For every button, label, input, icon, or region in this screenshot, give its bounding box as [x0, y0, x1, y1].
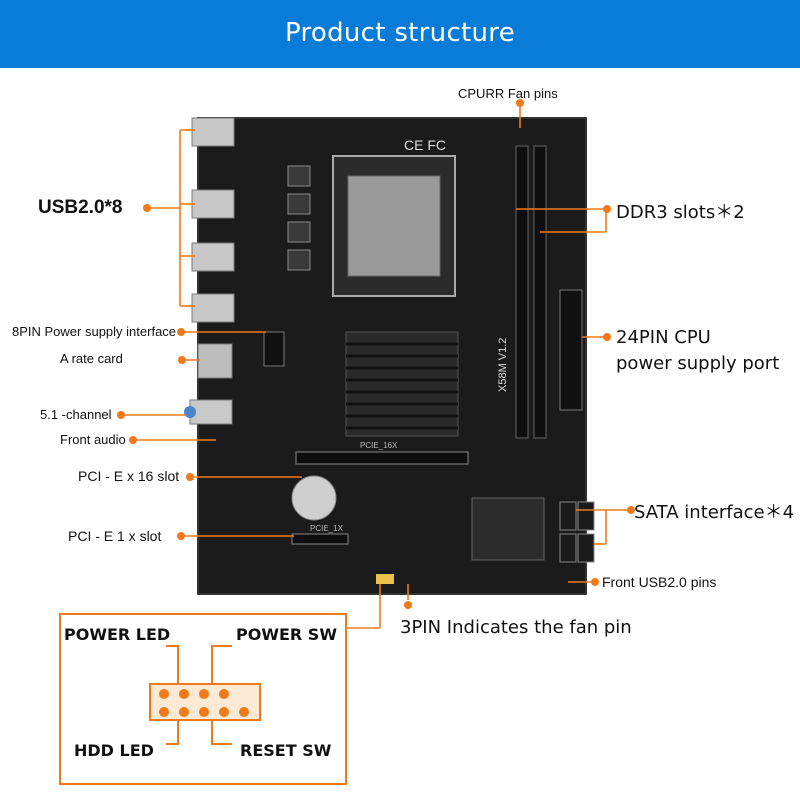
label-cpu-fan: CPURR Fan pins [458, 86, 558, 101]
pcie-x1-slot [291, 533, 349, 545]
label-sata: SATA interface＊4 [634, 502, 795, 523]
label-24pin-line2: power supply port [616, 353, 780, 374]
audio-jack-block [189, 399, 233, 425]
ddr3-slot-2 [533, 145, 547, 439]
label-rate-card: A rate card [60, 351, 123, 366]
label-pcie1: PCI - E 1 x slot [68, 528, 162, 544]
svg-text:PCIE_16X: PCIE_16X [360, 441, 398, 450]
lan-port [197, 343, 233, 379]
fan-header-3pin [376, 574, 394, 584]
atx-24pin [559, 289, 583, 411]
vrm-chokes [287, 165, 311, 271]
label-power-led: POWER LED [64, 625, 171, 644]
audio-jack [184, 406, 196, 418]
chipset-heatsink [345, 331, 459, 437]
label-51-channel: 5.1 -channel [40, 407, 112, 422]
header-banner: Product structure [0, 0, 800, 68]
ddr3-slot-1 [515, 145, 529, 439]
label-power-sw: POWER SW [236, 625, 337, 644]
front-panel-box [59, 613, 347, 785]
eps-8pin [263, 331, 285, 367]
page-title: Product structure [284, 18, 516, 48]
callout-dots [117, 99, 635, 609]
cmos-battery [291, 475, 337, 521]
usb-ports [191, 117, 235, 323]
label-8pin: 8PIN Power supply interface [12, 324, 177, 339]
callout-lines [120, 104, 630, 629]
label-front-usb: Front USB2.0 pins [602, 574, 717, 590]
pcie-x16-slot [295, 451, 469, 465]
cert-mark: CE FC [404, 137, 446, 153]
southbridge-heatsink [471, 497, 545, 561]
sata-ports [559, 501, 595, 563]
board-model: X58M V1.2 [497, 338, 509, 392]
label-hdd-led: HDD LED [74, 741, 154, 760]
label-ddr3: DDR3 slots＊2 [616, 202, 745, 223]
pin-header-pins [159, 689, 249, 717]
svg-text:PCIE_1X: PCIE_1X [310, 524, 344, 533]
label-front-audio: Front audio [60, 432, 126, 447]
label-pcie16: PCI - E x 16 slot [78, 468, 180, 484]
label-24pin-line1: 24PIN CPU [616, 327, 711, 348]
label-reset-sw: RESET SW [240, 741, 332, 760]
label-usb: USB2.0*8 [38, 197, 123, 218]
label-fan-3pin: 3PIN Indicates the fan pin [400, 617, 632, 638]
